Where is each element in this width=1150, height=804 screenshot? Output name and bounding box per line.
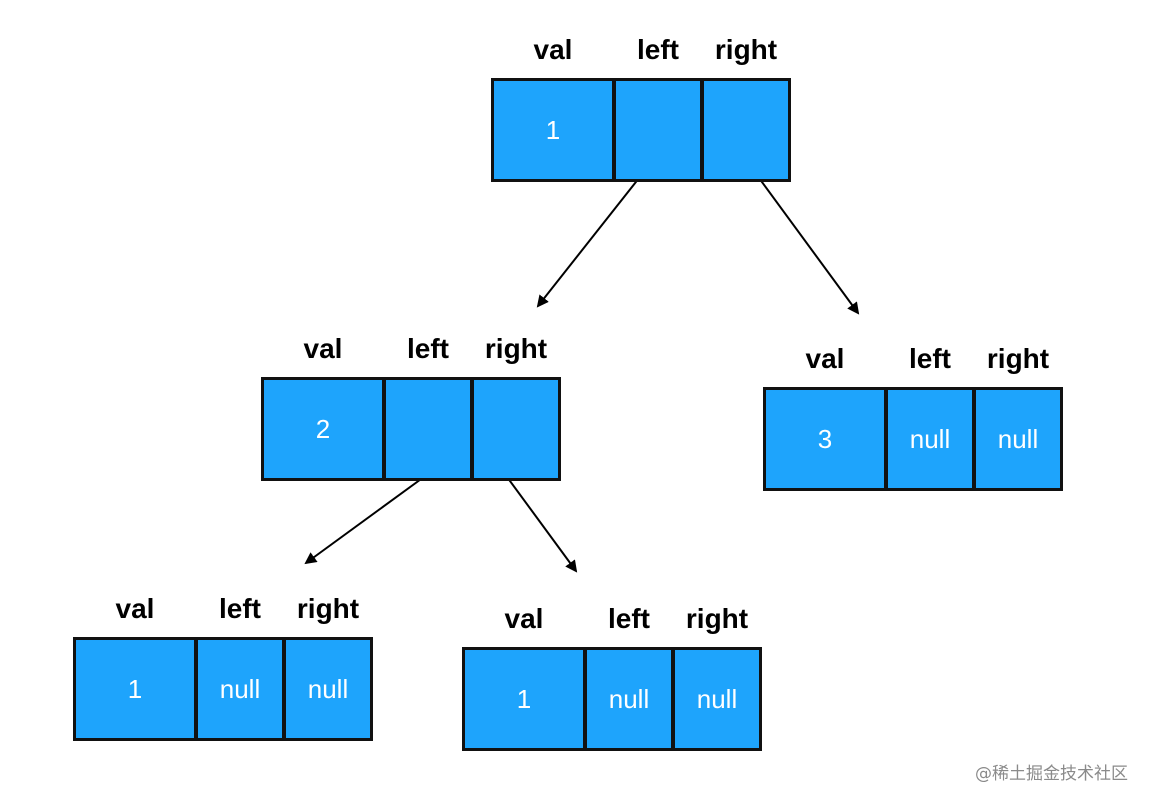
right-pointer-cell <box>471 377 561 481</box>
header-val: val <box>303 333 343 364</box>
right-pointer-cell: null <box>283 637 373 741</box>
header-val: val <box>805 343 845 374</box>
watermark: @稀土掘金技术社区 <box>975 764 1128 784</box>
val-cell: 2 <box>261 377 385 481</box>
edge-n2-right-to-n5 <box>498 465 578 573</box>
header-right: right <box>484 333 548 364</box>
right-pointer-cell: null <box>672 647 762 751</box>
header-val: val <box>115 593 155 624</box>
left-pointer-cell <box>613 78 703 182</box>
header-left: left <box>608 603 650 634</box>
header-val: val <box>533 34 573 65</box>
edge-n2-left-to-n4 <box>304 473 429 565</box>
header-right: right <box>685 603 749 634</box>
header-left: left <box>637 34 679 65</box>
left-pointer-cell: null <box>885 387 975 491</box>
header-left: left <box>407 333 449 364</box>
left-pointer-cell <box>383 377 473 481</box>
header-right: right <box>986 343 1050 374</box>
left-pointer-cell: null <box>584 647 674 751</box>
header-left: left <box>909 343 951 374</box>
header-left: left <box>219 593 261 624</box>
val-cell: 1 <box>491 78 615 182</box>
val-cell: 1 <box>462 647 586 751</box>
header-val: val <box>504 603 544 634</box>
val-cell: 1 <box>73 637 197 741</box>
val-cell: 3 <box>763 387 887 491</box>
header-right: right <box>296 593 360 624</box>
right-pointer-cell <box>701 78 791 182</box>
left-pointer-cell: null <box>195 637 285 741</box>
right-pointer-cell: null <box>973 387 1063 491</box>
header-right: right <box>714 34 778 65</box>
